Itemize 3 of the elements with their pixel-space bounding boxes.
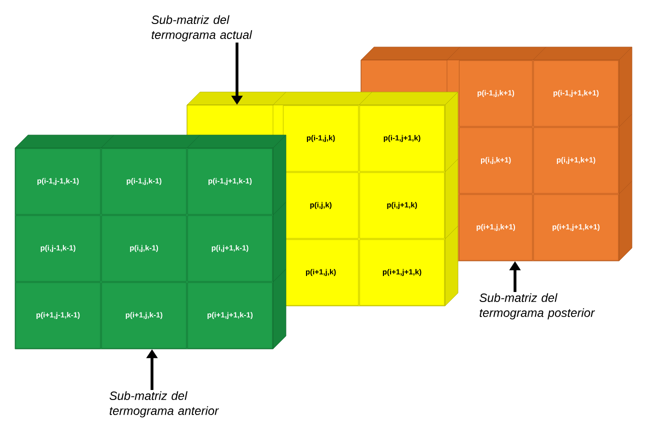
caption-text: Sub-matriz del termograma posterior bbox=[480, 293, 595, 320]
caption-text: Sub-matriz del termograma actual bbox=[152, 15, 252, 42]
caption-text: Sub-matriz del termograma anterior bbox=[110, 391, 219, 418]
